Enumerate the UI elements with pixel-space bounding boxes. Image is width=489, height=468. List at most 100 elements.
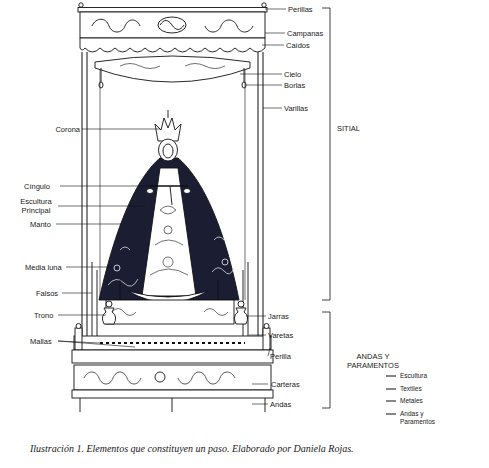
cielo-ornament [120,64,225,69]
candle [92,262,93,336]
part-label: Caídos [286,41,310,50]
part-label: Cíngulo [24,182,50,191]
legend-entry: Metales [400,397,423,405]
mantle [99,158,239,300]
dress-ornament [163,257,173,267]
mantle-embroidery [222,259,228,265]
legend-samples [386,376,396,414]
part-label: Falsos [36,289,58,298]
perilla-knob [76,324,81,329]
leader-line [82,129,160,130]
tassel-cord [244,68,245,82]
mantle-embroidery [114,265,120,271]
posts [82,52,263,336]
leader-line [268,348,270,356]
perilla-knob [79,3,83,7]
hand [184,189,191,194]
dress-ornament [150,206,188,275]
tassel [242,82,246,88]
carteras-band [74,365,271,390]
brackets [322,8,330,408]
andas [72,324,273,413]
cielo [95,56,250,82]
part-label: Manto [30,220,51,229]
varal [245,70,246,300]
leader-line [66,267,112,268]
leader-line [249,335,266,336]
group-label: ANDAS Y PARAMENTOS [334,352,412,370]
part-label: Campanas [287,29,323,38]
leader-line [60,186,150,187]
leader-line [56,224,122,225]
part-label: Jarras [268,312,289,321]
andas-bracket [322,312,330,408]
figure-caption: Ilustración 1. Elementos que constituyen… [30,443,354,454]
leader-lines [56,9,286,404]
legend-entry: Escultura [400,372,427,380]
flowers [106,301,112,307]
andas-base [72,390,273,398]
legend-entry: Textiles [400,385,422,393]
mallas [100,342,245,344]
part-label: Corona [20,125,80,134]
legend-entry: Andas y Paramentos [400,410,448,426]
valance [80,38,265,52]
trono-ornament [112,309,228,316]
leader-line [58,341,135,347]
canopy-band [80,12,265,38]
perilla-knob [262,3,266,7]
legend-line [386,376,396,377]
veil [159,139,178,161]
mallas-band [74,336,271,350]
jarra [234,308,247,324]
part-label: Mallas [30,337,52,346]
dress [142,168,196,296]
crown-cross [168,110,169,118]
carteras-ornament [155,372,165,382]
varal [263,52,264,336]
legend-line [386,401,396,402]
legend-line [386,389,396,390]
part-label: Perilla [270,352,291,361]
crown [155,118,181,141]
part-label: Perillas [288,5,313,14]
corner-post [75,328,82,350]
part-label: Media luna [25,263,62,272]
part-label: Borlas [284,81,305,90]
hand [147,189,154,194]
platform [72,350,273,363]
jarra [102,308,115,324]
leader-line [265,33,285,34]
varal [258,52,259,336]
leg [80,398,81,412]
part-label: Escultura Principal [14,197,58,215]
candle [218,280,219,300]
center-motif [160,21,184,30]
tassel [99,82,103,88]
part-label: Carteras [271,380,300,389]
leader-line [263,108,282,109]
carteras-ornament [84,372,235,384]
trono [92,262,248,336]
leader-line [62,293,92,294]
face [163,144,173,158]
leader-line [246,85,282,86]
dress-ornament [164,226,172,234]
leader-line [58,315,106,316]
cingulo [150,185,188,186]
part-label: Varetas [268,331,293,340]
candle [248,262,249,336]
leader-line [58,206,145,207]
cingulo-cord [170,186,172,205]
leader-line [252,404,268,405]
perilla-knob [264,324,269,329]
leader-line [265,9,286,10]
canopy [78,3,267,88]
varal [100,70,101,300]
leader-line [252,384,268,385]
scroll-ornament [92,19,253,32]
varal [82,52,83,336]
leader-line [246,316,266,317]
leg [265,398,266,412]
